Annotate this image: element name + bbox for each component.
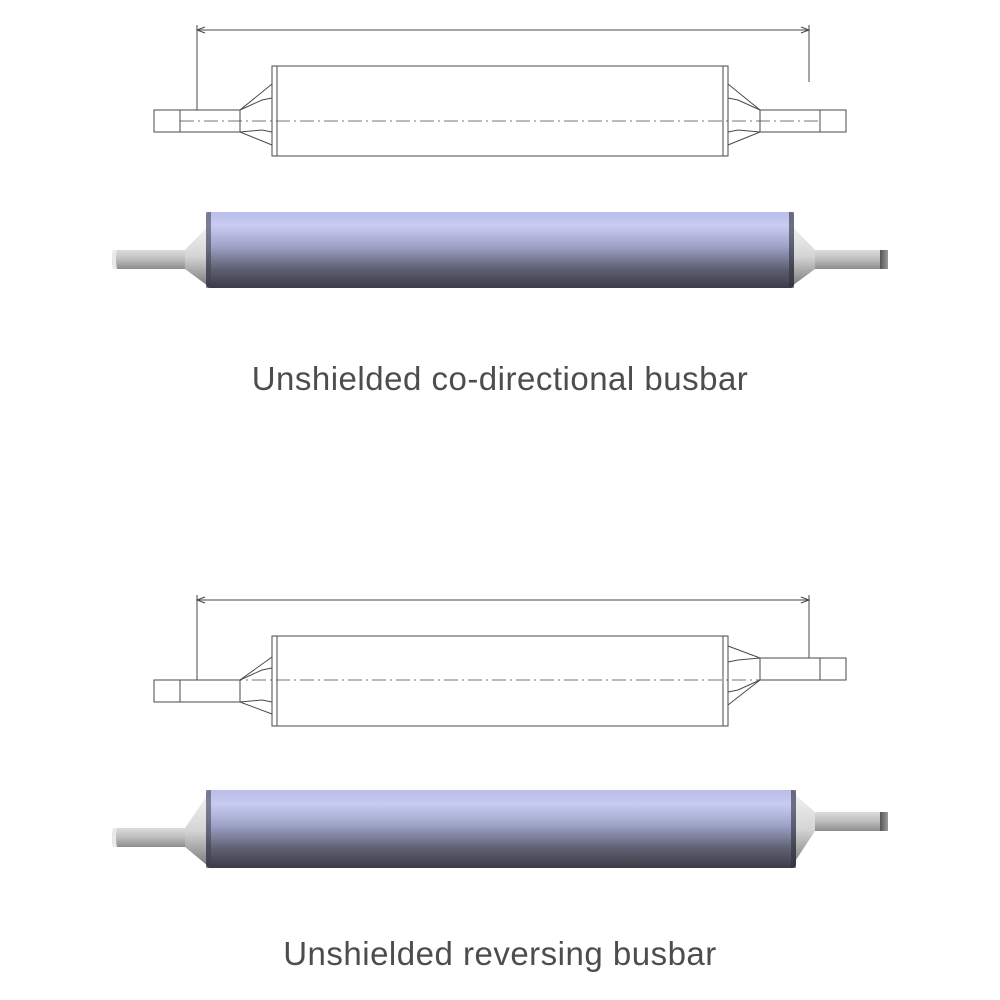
- caption-co-directional: Unshielded co-directional busbar: [251, 360, 749, 397]
- right-tab-outline: [759, 657, 847, 681]
- right-taper: [792, 792, 815, 866]
- reversing-rendered-bar: [112, 790, 888, 868]
- right-tab: [815, 812, 885, 831]
- co-directional-line-drawing: [153, 25, 847, 157]
- left-tab-outline: [153, 679, 241, 703]
- bar-body-outline: [271, 635, 729, 727]
- bar-body-outline: [271, 65, 729, 157]
- right-tab-outline: [759, 109, 847, 133]
- caption-reversing: Unshielded reversing busbar: [283, 935, 717, 972]
- co-directional-rendered-bar: [112, 212, 888, 288]
- left-tab: [112, 250, 185, 269]
- left-tab: [112, 828, 185, 847]
- right-tab: [815, 250, 885, 269]
- reversing-line-drawing: [153, 595, 847, 727]
- right-taper: [792, 226, 815, 286]
- left-tab-outline: [153, 109, 241, 133]
- left-taper: [185, 226, 208, 286]
- bar-body: [206, 212, 794, 288]
- bar-body: [206, 790, 796, 868]
- left-taper: [185, 794, 208, 866]
